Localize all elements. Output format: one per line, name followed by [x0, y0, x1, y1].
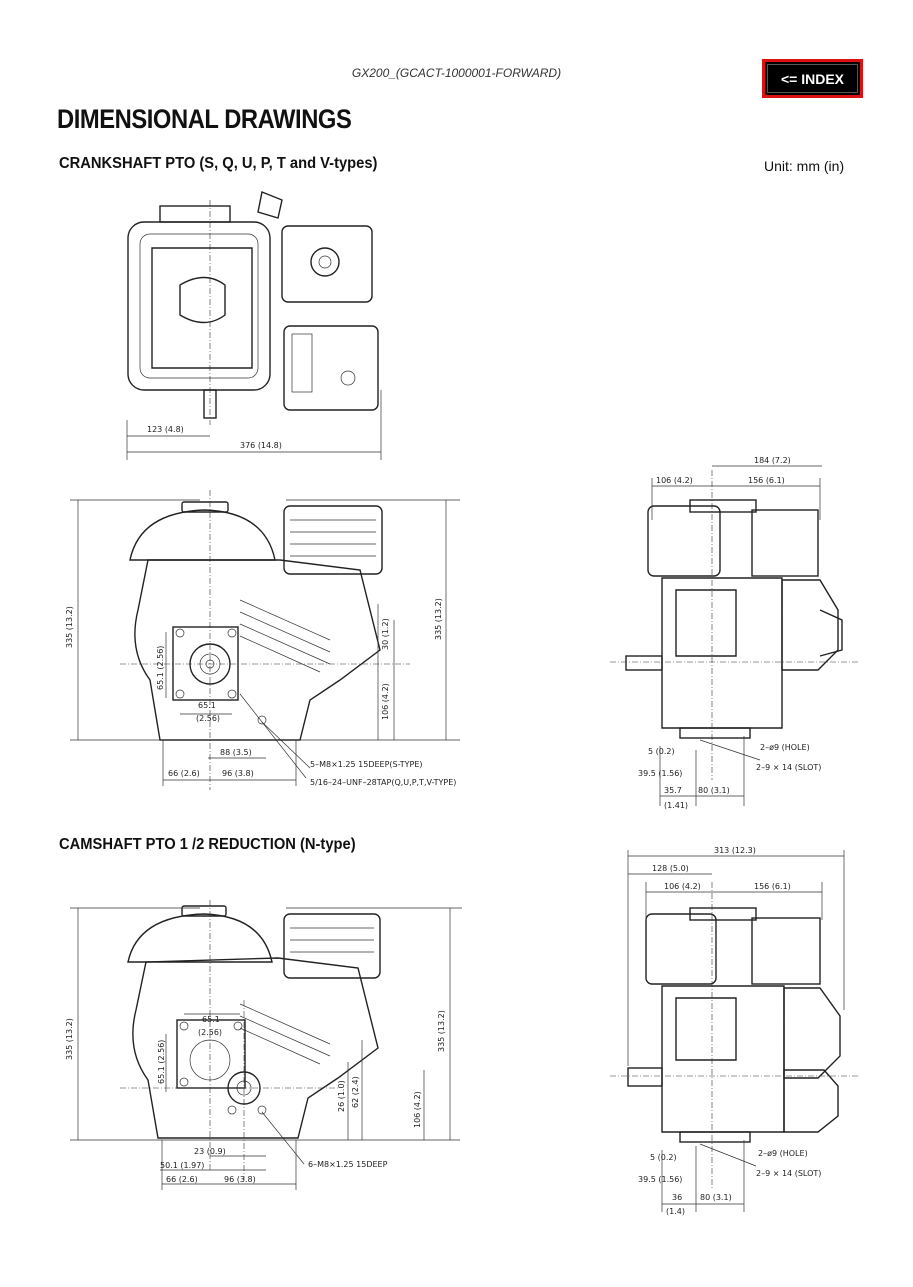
- dim-88: 88 (3.5): [220, 748, 252, 757]
- dim-35-7: 35.7: [664, 786, 682, 795]
- crankshaft-side-view: 184 (7.2) 106 (4.2) 156 (6.1) 5 (0.2) 39…: [610, 456, 860, 810]
- dim-80: 80 (3.1): [700, 1193, 732, 1202]
- dim-335-left: 335 (13.2): [65, 606, 74, 648]
- crankshaft-top-view: 123 (4.8) 376 (14.8): [126, 191, 382, 460]
- dim-313: 313 (12.3): [714, 846, 756, 855]
- dim-106: 106 (4.2): [656, 476, 693, 485]
- dim-96: 96 (3.8): [222, 769, 254, 778]
- thread-note-other: 5/16–24–UNF–28TAP(Q,U,P,T,V-TYPE): [310, 778, 456, 787]
- dim-335-left: 335 (13.2): [65, 1018, 74, 1060]
- hole-note: 2–ø9 (HOLE): [760, 743, 810, 752]
- dim-80: 80 (3.1): [698, 786, 730, 795]
- slot-note: 2–9 × 14 (SLOT): [756, 1169, 821, 1178]
- dim-335-right: 335 (13.2): [437, 1010, 446, 1052]
- dim-66: 66 (2.6): [166, 1175, 198, 1184]
- dim-66: 66 (2.6): [168, 769, 200, 778]
- crankshaft-front-view: 335 (13.2) 335 (13.2) 30 (1.2) 106 (4.2)…: [65, 490, 460, 790]
- thread-note-s: 5–M8×1.25 15DEEP(S-TYPE): [310, 760, 423, 769]
- dim-5: 5 (0.2): [648, 747, 675, 756]
- dim-128: 128 (5.0): [652, 864, 689, 873]
- dim-62: 62 (2.4): [351, 1076, 360, 1108]
- dim-106: 106 (4.2): [413, 1091, 422, 1128]
- hole-note: 2–ø9 (HOLE): [758, 1149, 808, 1158]
- dim-26: 26 (1.0): [337, 1080, 346, 1112]
- dim-65-horizontal: 65.1: [198, 701, 216, 710]
- dim-335-right: 335 (13.2): [434, 598, 443, 640]
- index-button-label: <= INDEX: [767, 64, 858, 93]
- dim-39-5: 39.5 (1.56): [638, 769, 682, 778]
- dim-106: 106 (4.2): [381, 683, 390, 720]
- dim-5: 5 (0.2): [650, 1153, 677, 1162]
- camshaft-side-view: 313 (12.3) 128 (5.0) 106 (4.2) 156 (6.1)…: [610, 846, 860, 1216]
- dim-65-horizontal-in: (2.56): [196, 714, 220, 723]
- thread-note: 6–M8×1.25 15DEEP: [308, 1160, 388, 1169]
- dim-36-in: (1.4): [666, 1207, 685, 1216]
- document-id: GX200_(GCACT-1000001-FORWARD): [351, 66, 562, 80]
- dim-35-7-in: (1.41): [664, 801, 688, 810]
- dim-23: 23 (0.9): [194, 1147, 226, 1156]
- camshaft-front-view: 335 (13.2) 335 (13.2) 65.1 (2.56) 65.1 (…: [65, 900, 462, 1190]
- dim-50-1: 50.1 (1.97): [160, 1161, 204, 1170]
- dim-36: 36: [672, 1193, 682, 1202]
- dim-39-5: 39.5 (1.56): [638, 1175, 682, 1184]
- slot-note: 2–9 × 14 (SLOT): [756, 763, 821, 772]
- dim-106: 106 (4.2): [664, 882, 701, 891]
- dim-123: 123 (4.8): [147, 425, 184, 434]
- dim-184: 184 (7.2): [754, 456, 791, 465]
- dim-376: 376 (14.8): [240, 441, 282, 450]
- crankshaft-heading: CRANKSHAFT PTO (S, Q, U, P, T and V-type…: [59, 155, 378, 172]
- dim-96: 96 (3.8): [224, 1175, 256, 1184]
- camshaft-heading: CAMSHAFT PTO 1 /2 REDUCTION (N-type): [59, 836, 356, 853]
- dim-65-horizontal: 65.1: [202, 1015, 220, 1024]
- page-title: DIMENSIONAL DRAWINGS: [57, 104, 352, 134]
- dim-30: 30 (1.2): [381, 618, 390, 650]
- dim-156: 156 (6.1): [748, 476, 785, 485]
- index-button[interactable]: <= INDEX: [762, 59, 863, 98]
- dim-65-horizontal-in: (2.56): [198, 1028, 222, 1037]
- unit-label: Unit: mm (in): [764, 158, 845, 174]
- dim-65-vertical: 65.1 (2.56): [157, 1040, 166, 1084]
- dim-156: 156 (6.1): [754, 882, 791, 891]
- dim-65-vertical: 65.1 (2.56): [156, 646, 165, 690]
